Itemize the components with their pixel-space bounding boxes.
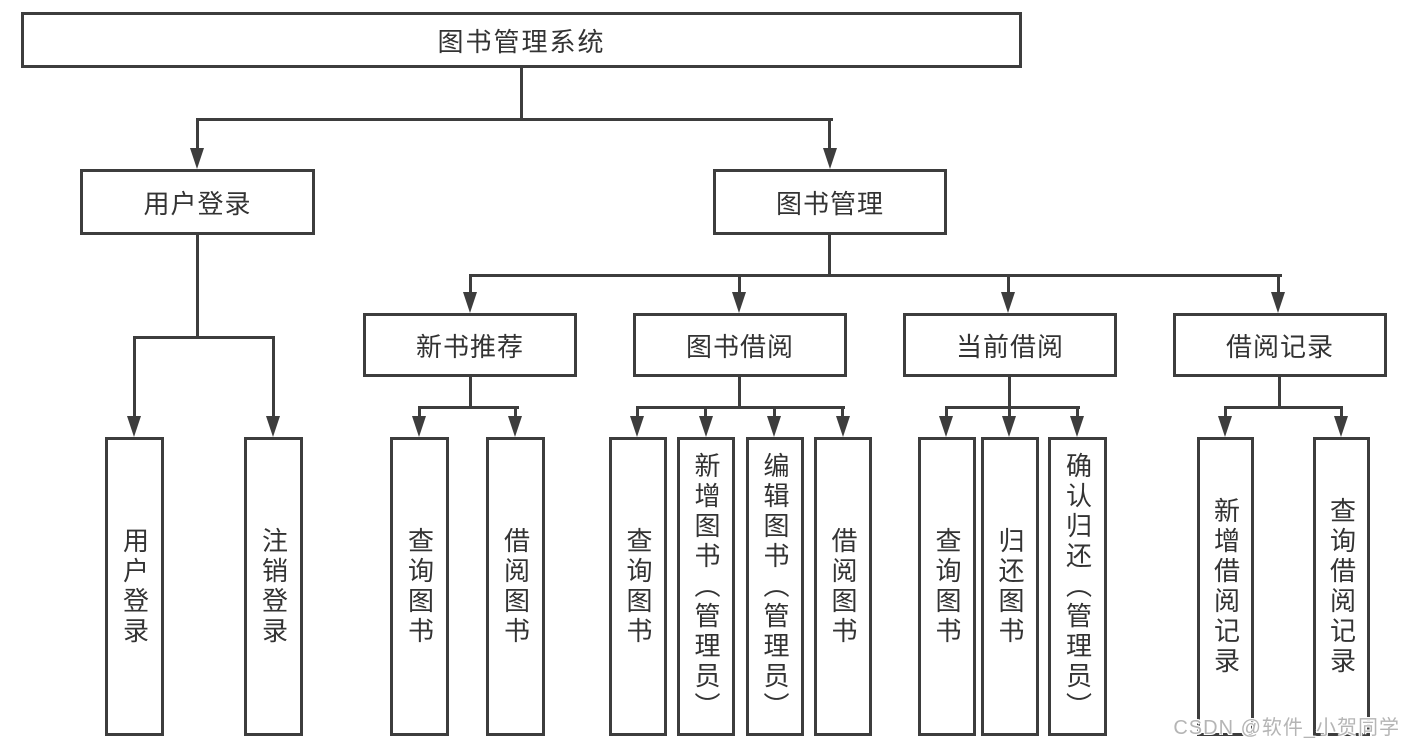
connector-line bbox=[520, 68, 523, 118]
node-label: 当前借阅 bbox=[955, 331, 1064, 362]
arrowhead-down-icon bbox=[127, 416, 141, 437]
leaf-return-book: 归还图书 bbox=[981, 437, 1039, 736]
node-label: 图书管理系统 bbox=[437, 26, 606, 57]
connector-line bbox=[469, 377, 472, 409]
node-book-borrowing: 图书借阅 bbox=[633, 313, 847, 377]
connector-line bbox=[738, 274, 741, 295]
connector-line bbox=[196, 235, 199, 336]
leaf-add-book-admin: 新增图书（管理员） bbox=[677, 437, 735, 736]
arrowhead-down-icon bbox=[1070, 416, 1084, 437]
arrowhead-down-icon bbox=[412, 416, 426, 437]
node-book-management: 图书管理 bbox=[713, 169, 947, 235]
leaf-add-borrow-record: 新增借阅记录 bbox=[1197, 437, 1254, 736]
watermark: CSDN @软件_小贺同学 bbox=[1173, 717, 1400, 739]
leaf-user-login: 用户登录 bbox=[105, 437, 164, 736]
arrowhead-down-icon bbox=[699, 416, 713, 437]
node-borrowing-records: 借阅记录 bbox=[1173, 313, 1387, 377]
arrowhead-down-icon bbox=[1334, 416, 1348, 437]
node-label: 用户登录 bbox=[143, 188, 252, 219]
node-label: 查询借阅记录 bbox=[1326, 496, 1357, 677]
node-label: 新书推荐 bbox=[415, 331, 524, 362]
connector-line bbox=[841, 406, 844, 419]
node-label: 查询图书 bbox=[932, 526, 962, 647]
node-label: 确认归还（管理员） bbox=[1062, 451, 1093, 722]
node-label: 用户登录 bbox=[119, 526, 150, 647]
connector-line bbox=[1224, 406, 1227, 419]
connector-line bbox=[514, 406, 517, 419]
connector-line bbox=[196, 118, 199, 151]
connector-line bbox=[773, 406, 776, 419]
arrowhead-down-icon bbox=[463, 292, 477, 313]
node-label: 图书管理 bbox=[775, 188, 884, 219]
connector-line bbox=[1007, 274, 1010, 295]
node-label: 借阅图书 bbox=[500, 526, 531, 647]
node-label: 图书借阅 bbox=[685, 331, 794, 362]
connector-line bbox=[945, 406, 948, 419]
node-new-book-recommend: 新书推荐 bbox=[363, 313, 577, 377]
arrowhead-down-icon bbox=[630, 416, 644, 437]
connector-line bbox=[1340, 406, 1343, 419]
node-label: 查询图书 bbox=[404, 526, 435, 647]
arrowhead-down-icon bbox=[823, 148, 837, 169]
connector-line bbox=[636, 406, 845, 409]
connector-line bbox=[133, 336, 275, 339]
node-label: 归还图书 bbox=[995, 526, 1025, 647]
connector-line bbox=[704, 406, 707, 419]
connector-line bbox=[738, 377, 741, 409]
node-label: 查询图书 bbox=[623, 526, 653, 647]
connector-line bbox=[133, 336, 136, 419]
connector-line bbox=[828, 235, 831, 277]
node-root-library-management-system: 图书管理系统 bbox=[21, 12, 1022, 68]
connector-line bbox=[1008, 377, 1011, 409]
leaf-query-book-recommend: 查询图书 bbox=[390, 437, 449, 736]
connector-line bbox=[945, 406, 1080, 409]
node-user-login: 用户登录 bbox=[80, 169, 315, 235]
node-label: 新增图书（管理员） bbox=[691, 451, 721, 722]
arrowhead-down-icon bbox=[1001, 292, 1015, 313]
connector-line bbox=[197, 118, 833, 121]
arrowhead-down-icon bbox=[266, 416, 280, 437]
arrowhead-down-icon bbox=[1218, 416, 1232, 437]
connector-line bbox=[272, 336, 275, 419]
connector-line bbox=[1076, 406, 1079, 419]
connector-line bbox=[1278, 377, 1281, 409]
arrowhead-down-icon bbox=[508, 416, 522, 437]
arrowhead-down-icon bbox=[1002, 416, 1016, 437]
node-label: 借阅记录 bbox=[1225, 331, 1334, 362]
leaf-borrow-book: 借阅图书 bbox=[814, 437, 872, 736]
arrowhead-down-icon bbox=[190, 148, 204, 169]
leaf-query-book-borrowing: 查询图书 bbox=[609, 437, 667, 736]
leaf-query-borrow-record: 查询借阅记录 bbox=[1313, 437, 1370, 736]
arrowhead-down-icon bbox=[939, 416, 953, 437]
arrowhead-down-icon bbox=[732, 292, 746, 313]
leaf-borrow-book-recommend: 借阅图书 bbox=[486, 437, 545, 736]
leaf-query-book-current: 查询图书 bbox=[918, 437, 976, 736]
node-label: 新增借阅记录 bbox=[1210, 496, 1241, 677]
connector-line bbox=[418, 406, 421, 419]
arrowhead-down-icon bbox=[836, 416, 850, 437]
leaf-logout: 注销登录 bbox=[244, 437, 303, 736]
connector-line bbox=[469, 274, 472, 295]
leaf-confirm-return-admin: 确认归还（管理员） bbox=[1048, 437, 1107, 736]
connector-line bbox=[418, 406, 519, 409]
node-label: 编辑图书（管理员） bbox=[760, 451, 790, 722]
connector-line bbox=[1224, 406, 1343, 409]
node-label: 注销登录 bbox=[258, 526, 289, 647]
connector-line bbox=[636, 406, 639, 419]
connector-line bbox=[469, 274, 1282, 277]
connector-line bbox=[828, 118, 831, 151]
node-label: 借阅图书 bbox=[828, 526, 858, 647]
connector-line bbox=[1008, 406, 1011, 419]
node-current-borrowing: 当前借阅 bbox=[903, 313, 1117, 377]
connector-line bbox=[1277, 274, 1280, 295]
arrowhead-down-icon bbox=[1271, 292, 1285, 313]
leaf-edit-book-admin: 编辑图书（管理员） bbox=[746, 437, 804, 736]
arrowhead-down-icon bbox=[767, 416, 781, 437]
